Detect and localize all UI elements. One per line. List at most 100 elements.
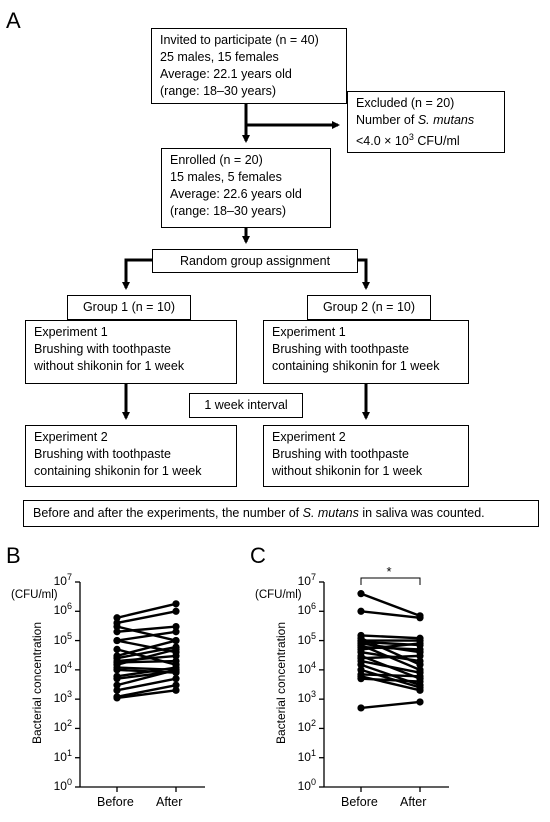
point-after — [416, 677, 424, 686]
invited-line-3: Average: 22.1 years old — [160, 67, 292, 81]
invited-line-1: Invited to participate (n = 40) — [160, 33, 319, 47]
y-tick-label: 101 — [297, 747, 316, 764]
group2-experiment2-box: Experiment 2 Brushing with toothpaste wi… — [263, 425, 469, 487]
point-after — [172, 622, 180, 631]
panel-label-c: C — [250, 543, 266, 568]
point-before — [113, 686, 121, 694]
pair-line — [360, 659, 421, 674]
excluded-line-1: Excluded (n = 20) — [356, 96, 455, 110]
y-tick-label: 107 — [297, 572, 316, 588]
pair-line — [360, 700, 421, 710]
pair-line — [116, 610, 177, 625]
point-after — [172, 675, 180, 683]
enrolled-line-4: (range: 18–30 years) — [170, 204, 287, 218]
pair-line — [116, 602, 177, 619]
g2-exp1-line-1: Experiment 1 — [272, 325, 346, 339]
point-before — [113, 675, 121, 683]
pair-line — [360, 677, 421, 683]
group1-experiment2-box: Experiment 2 Brushing with toothpaste co… — [25, 425, 237, 487]
point-before — [113, 645, 121, 653]
pair-line — [360, 668, 421, 689]
point-before — [113, 694, 121, 702]
pair-line — [116, 689, 177, 700]
arrow-random-group1 — [122, 258, 152, 290]
point-after — [416, 698, 424, 706]
point-after — [172, 607, 180, 615]
y-tick-label: 102 — [53, 718, 72, 735]
point-after — [172, 686, 180, 694]
significance-bracket — [360, 577, 421, 585]
point-before — [357, 661, 365, 669]
pair-line — [360, 673, 421, 678]
pair-line — [116, 625, 177, 633]
pair-line — [116, 666, 177, 678]
g2-exp2-line-1: Experiment 2 — [272, 430, 346, 444]
significance-marker: * — [386, 564, 392, 579]
point-after — [172, 645, 180, 653]
pair-line — [116, 645, 177, 660]
pair-line — [116, 648, 177, 666]
y-tick-label: 105 — [297, 630, 316, 647]
pair-line — [116, 625, 177, 642]
pair-line — [116, 668, 177, 687]
enrolled-box: Enrolled (n = 20) 15 males, 5 females Av… — [161, 148, 331, 228]
y-tick-label: 100 — [53, 777, 72, 793]
point-before — [357, 590, 365, 598]
pair-line — [360, 592, 421, 617]
x-tick-label-after: After — [156, 795, 183, 809]
x-tick-label-after: After — [400, 795, 427, 809]
footer-note-box: Before and after the experiments, the nu… — [23, 500, 539, 527]
unit-label: (CFU/ml) — [11, 589, 58, 601]
point-after — [172, 600, 180, 608]
y-tick-label: 106 — [297, 601, 316, 618]
random-assignment-box: Random group assignment — [152, 249, 358, 273]
point-after — [172, 652, 180, 660]
excluded-line-3: <4.0 × 103 CFU/ml — [356, 132, 460, 149]
interval-label: 1 week interval — [204, 398, 288, 412]
group2-experiment1-box: Experiment 1 Brushing with toothpaste co… — [263, 320, 469, 384]
group1-label: Group 1 (n = 10) — [82, 300, 176, 314]
g2-exp1-line-3: containing shikonin for 1 week — [272, 359, 440, 373]
point-after — [172, 681, 180, 689]
footer-note: Before and after the experiments, the nu… — [33, 506, 485, 520]
y-tick-label: 104 — [297, 659, 316, 676]
point-after — [416, 614, 424, 622]
g1-exp2-line-3: containing shikonin for 1 week — [34, 464, 202, 478]
y-tick-label: 106 — [53, 601, 72, 618]
point-before — [113, 636, 121, 645]
point-after — [172, 666, 180, 674]
panel-label-b: B — [6, 543, 21, 568]
point-after — [416, 657, 424, 665]
pair-line — [116, 654, 177, 663]
point-after — [416, 639, 424, 648]
point-before — [113, 628, 121, 636]
pair-line — [360, 610, 421, 619]
y-tick-label: 103 — [53, 689, 72, 706]
pair-line — [360, 634, 421, 640]
point-before — [113, 666, 121, 674]
pair-line — [116, 630, 177, 642]
point-before — [113, 614, 121, 622]
arrow-random-group2 — [358, 258, 370, 290]
pair-line — [116, 639, 177, 658]
g2-exp2-line-2: Brushing with toothpaste — [272, 447, 409, 461]
group2-label: Group 2 (n = 10) — [322, 300, 416, 314]
point-before — [113, 622, 121, 631]
y-tick-label: 101 — [53, 747, 72, 764]
excluded-line-2: Number of S. mutans — [356, 113, 475, 127]
panel-label-a: A — [6, 8, 21, 33]
g1-exp1-line-2: Brushing with toothpaste — [34, 342, 171, 356]
pair-line — [360, 642, 421, 651]
x-tick-label-before: Before — [97, 795, 134, 809]
point-after — [172, 628, 180, 636]
y-tick-label: 104 — [53, 659, 72, 676]
unit-label: (CFU/ml) — [255, 589, 302, 601]
g1-exp1-line-3: without shikonin for 1 week — [34, 359, 185, 373]
point-after — [172, 657, 180, 665]
y-tick-label: 102 — [297, 718, 316, 735]
group1-box: Group 1 (n = 10) — [67, 295, 191, 320]
point-after — [416, 645, 424, 653]
invited-line-2: 25 males, 15 females — [160, 50, 279, 64]
point-after — [172, 636, 180, 645]
